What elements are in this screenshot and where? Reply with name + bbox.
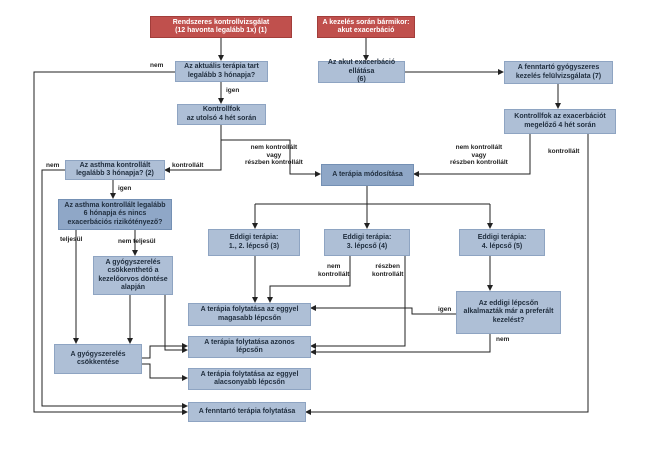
modify-therapy-box: A terápia módosítása	[321, 164, 414, 186]
preferred-treatment-box: Az eddigi lépcsőn alkalmazták már a pref…	[456, 291, 561, 334]
step-3-box: Eddigi terápia: 3. lépcső (4)	[324, 229, 410, 256]
label-not-controlled-mid: nem kontrollált vagy részben kontrollált	[245, 144, 303, 166]
label-nem-pref: nem	[496, 336, 510, 343]
label-nem-therapy: nem	[150, 62, 164, 69]
asthma-3-months-box: Az asthma kontrollált legalább 3 hónapja…	[65, 160, 165, 180]
step-up-box: A terápia folytatása az eggyel magasabb …	[188, 303, 311, 326]
step-1-2-box: Eddigi terápia: 1., 2. lépcső (3)	[208, 229, 300, 256]
acute-care-box: Az akut exacerbáció ellátása (6)	[318, 59, 405, 83]
label-nem-asthma3: nem	[46, 162, 60, 169]
control-4-weeks-box: Kontrollfok az utolsó 4 hét során	[177, 104, 266, 125]
step-4-box: Eddigi terápia: 4. lépcső (5)	[459, 229, 545, 256]
label-controlled-mid: kontrollált	[172, 162, 204, 169]
label-not-controlled-right: nem kontrollált vagy részben kontrollált	[450, 144, 508, 166]
reduction-possible-box: A gyógyszerelés csökkenthető a kezelőorv…	[93, 256, 173, 295]
acute-exacerbation-box: A kezelés során bármikor: akut exacerbác…	[317, 16, 415, 38]
label-controlled-right: kontrollált	[548, 148, 580, 155]
label-teljesul: teljesül	[60, 236, 83, 243]
label-igen-therapy: igen	[226, 87, 240, 94]
maintenance-continue-box: A fenntartó terápia folytatása	[188, 402, 306, 422]
step-down-box: A terápia folytatása az eggyel alacsonya…	[188, 368, 311, 390]
label-nem-teljesul: nem teljesül	[118, 238, 156, 245]
therapy-3-months-box: Az aktuális terápia tart legalább 3 hóna…	[175, 61, 268, 82]
asthma-6-months-box: Az asthma kontrollált legalább 6 hónapja…	[58, 199, 172, 230]
label-not-controlled-step3: nem kontrollált	[318, 263, 350, 278]
label-partly-controlled-step3: részben kontrollált	[372, 263, 404, 278]
reduce-medication-box: A gyógyszerelés csökkentése	[54, 344, 142, 374]
same-step-box: A terápia folytatása azonos lépcsőn	[188, 336, 311, 358]
maintenance-review-box: A fenntartó gyógyszeres kezelés felülviz…	[504, 61, 613, 84]
label-igen-pref: igen	[438, 306, 452, 313]
label-igen-asthma3: igen	[118, 185, 132, 192]
control-before-exacerbation-box: Kontrollfok az exacerbációt megelőző 4 h…	[504, 109, 616, 134]
routine-checkup-box: Rendszeres kontrollvizsgálat (12 havonta…	[150, 16, 292, 38]
